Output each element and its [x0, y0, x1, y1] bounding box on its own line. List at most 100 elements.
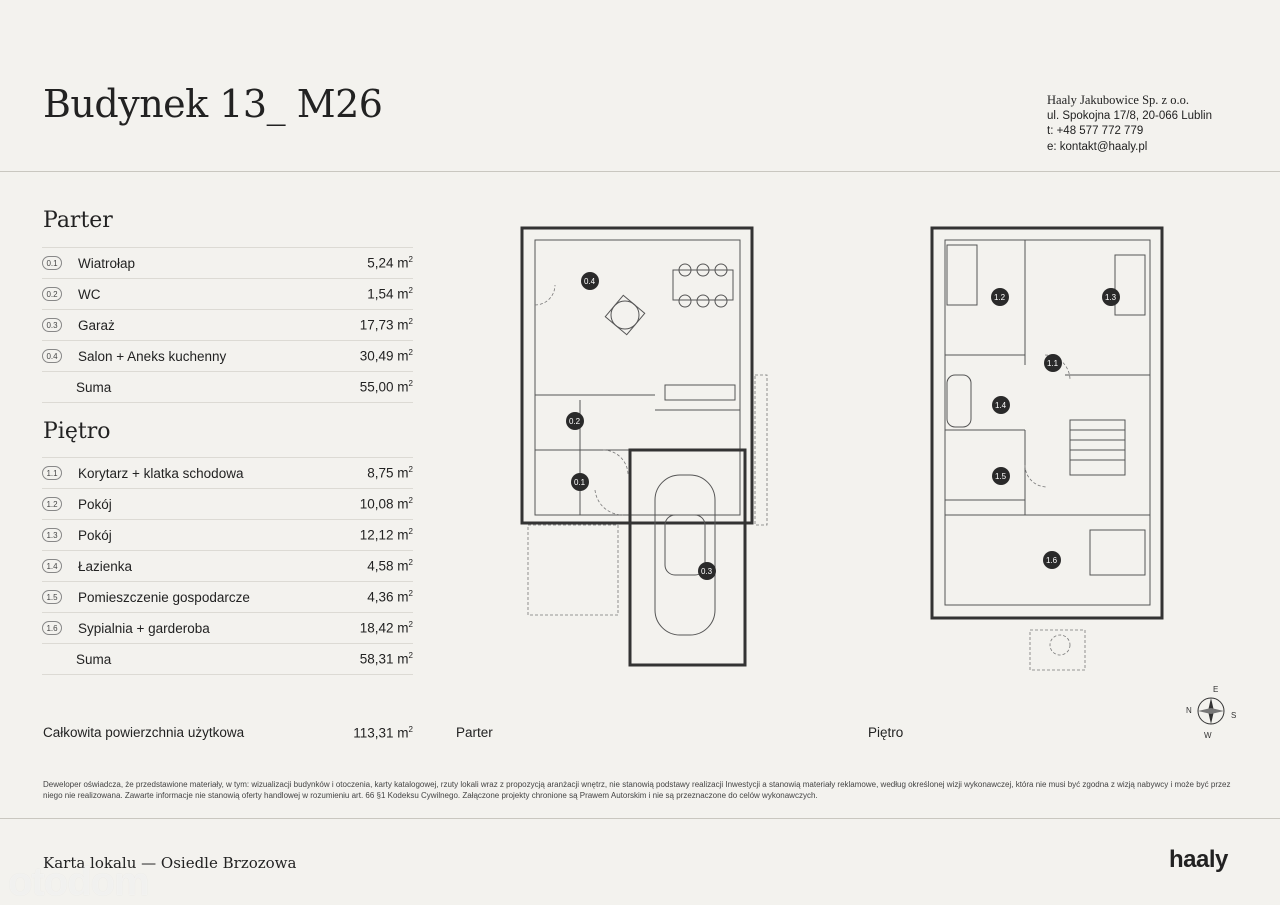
- parter-title: Parter: [43, 208, 113, 233]
- company-phone[interactable]: t: +48 577 772 779: [1047, 125, 1144, 137]
- pietro-title: Piętro: [43, 419, 111, 444]
- table-row: 0.3 Garaż 17,73 m2: [42, 309, 413, 340]
- room-name: Łazienka: [78, 558, 133, 574]
- room-badge: [571, 473, 589, 491]
- room-badge: [992, 396, 1010, 414]
- company-info: Haaly Jakubowice Sp. z o.o. ul. Spokojna…: [1047, 93, 1212, 155]
- total-area-value: 113,31 m2: [353, 725, 413, 741]
- sum-area: 58,31 m2: [359, 651, 413, 667]
- room-badge: [992, 467, 1010, 485]
- plan-label-parter: Parter: [456, 725, 493, 740]
- svg-text:N: N: [1186, 706, 1192, 715]
- pietro-outer-wall: [930, 226, 1164, 620]
- room-name: Korytarz + klatka schodowa: [78, 465, 244, 481]
- company-address: ul. Spokojna 17/8, 20-066 Lublin: [1047, 109, 1212, 122]
- header-divider: [0, 171, 1280, 172]
- balcony: [1029, 629, 1086, 671]
- room-badge: [698, 562, 716, 580]
- room-area: 8,75 m2: [367, 465, 413, 481]
- floor-plan-pietro: 1.2 1.3 1.1 1.4 1.5 1.6: [930, 226, 1164, 671]
- svg-text:0.3: 0.3: [701, 567, 713, 576]
- room-name: Pokój: [78, 496, 112, 512]
- room-code: 0.3: [42, 318, 62, 332]
- room-name: Wiatrołap: [78, 255, 136, 271]
- table-row: 1.1 Korytarz + klatka schodowa 8,75 m2: [42, 457, 413, 488]
- room-badge: [1102, 288, 1120, 306]
- svg-text:1.1: 1.1: [1047, 359, 1059, 368]
- parter-outer-wall: [520, 226, 754, 525]
- room-badge: [991, 288, 1009, 306]
- car-outline: [654, 474, 716, 636]
- floor-plan-parter: 0.4 0.2 0.1 0.3: [520, 226, 768, 667]
- company-email[interactable]: e: kontakt@haaly.pl: [1047, 140, 1148, 153]
- company-name: Haaly Jakubowice Sp. z o.o.: [1047, 93, 1189, 107]
- sum-area: 55,00 m2: [359, 379, 413, 395]
- room-name: Garaż: [78, 317, 115, 333]
- sum-row: Suma 58,31 m2: [42, 643, 413, 675]
- svg-text:1.3: 1.3: [1105, 293, 1117, 302]
- plan-label-pietro: Piętro: [868, 725, 904, 740]
- svg-text:S: S: [1231, 711, 1236, 720]
- sum-row: Suma 55,00 m2: [42, 371, 413, 403]
- svg-text:W: W: [1204, 731, 1212, 740]
- table-row: 1.5 Pomieszczenie gospodarcze 4,36 m2: [42, 581, 413, 612]
- room-code: 1.1: [42, 466, 62, 480]
- table-row: 0.4 Salon + Aneks kuchenny 30,49 m2: [42, 340, 413, 371]
- bathtub: [946, 374, 972, 428]
- svg-text:1.6: 1.6: [1046, 556, 1058, 565]
- svg-text:1.5: 1.5: [995, 472, 1007, 481]
- table-row: 0.2 WC 1,54 m2: [42, 278, 413, 309]
- room-name: Pomieszczenie gospodarcze: [78, 589, 250, 605]
- pietro-table: 1.1 Korytarz + klatka schodowa 8,75 m2 1…: [42, 457, 413, 675]
- room-badge: [1043, 551, 1061, 569]
- room-code: 1.2: [42, 497, 62, 511]
- room-name: WC: [78, 286, 101, 302]
- room-area: 30,49 m2: [359, 348, 413, 364]
- room-name: Sypialnia + garderoba: [78, 620, 210, 636]
- room-code: 1.3: [42, 528, 62, 542]
- footer-title: Karta lokalu — Osiedle Brzozowa: [43, 854, 297, 872]
- room-area: 5,24 m2: [367, 255, 413, 271]
- disclaimer-text: Deweloper oświadcza, że przedstawione ma…: [43, 780, 1231, 800]
- room-code: 1.6: [42, 621, 62, 635]
- room-name: Pokój: [78, 527, 112, 543]
- sum-label: Suma: [76, 651, 112, 667]
- svg-text:1.2: 1.2: [994, 293, 1006, 302]
- room-code: 1.4: [42, 559, 62, 573]
- room-code: 0.4: [42, 349, 62, 363]
- svg-text:0.2: 0.2: [569, 417, 581, 426]
- table-row: 1.2 Pokój 10,08 m2: [42, 488, 413, 519]
- room-area: 4,58 m2: [367, 558, 413, 574]
- bed: [1089, 529, 1146, 576]
- footer-divider: [0, 818, 1280, 819]
- room-area: 4,36 m2: [367, 589, 413, 605]
- page-title: Budynek 13_ M26: [43, 82, 383, 126]
- terrace: [527, 524, 619, 616]
- table-row: 1.6 Sypialnia + garderoba 18,42 m2: [42, 612, 413, 643]
- svg-text:1.4: 1.4: [995, 401, 1007, 410]
- svg-text:0.1: 0.1: [574, 478, 586, 487]
- room-area: 12,12 m2: [359, 527, 413, 543]
- svg-text:0.4: 0.4: [584, 277, 596, 286]
- total-area-label: Całkowita powierzchnia użytkowa: [43, 725, 245, 740]
- room-code: 1.5: [42, 590, 62, 604]
- room-code: 0.1: [42, 256, 62, 270]
- parter-table: 0.1 Wiatrołap 5,24 m2 0.2 WC 1,54 m2 0.3…: [42, 247, 413, 403]
- watermark: otodom: [8, 860, 150, 904]
- room-badge: [581, 272, 599, 290]
- room-area: 1,54 m2: [367, 286, 413, 302]
- room-area: 10,08 m2: [359, 496, 413, 512]
- room-name: Salon + Aneks kuchenny: [78, 348, 227, 364]
- room-area: 17,73 m2: [359, 317, 413, 333]
- sum-label: Suma: [76, 379, 112, 395]
- table-row: 1.3 Pokój 12,12 m2: [42, 519, 413, 550]
- room-area: 18,42 m2: [359, 620, 413, 636]
- room-badge: [1044, 354, 1062, 372]
- room-badge: [566, 412, 584, 430]
- table-row: 1.4 Łazienka 4,58 m2: [42, 550, 413, 581]
- room-code: 0.2: [42, 287, 62, 301]
- brand-logo: haaly: [1169, 846, 1228, 873]
- staircase: [1069, 419, 1126, 476]
- compass-icon: E N S W: [1186, 685, 1236, 740]
- table-row: 0.1 Wiatrołap 5,24 m2: [42, 247, 413, 278]
